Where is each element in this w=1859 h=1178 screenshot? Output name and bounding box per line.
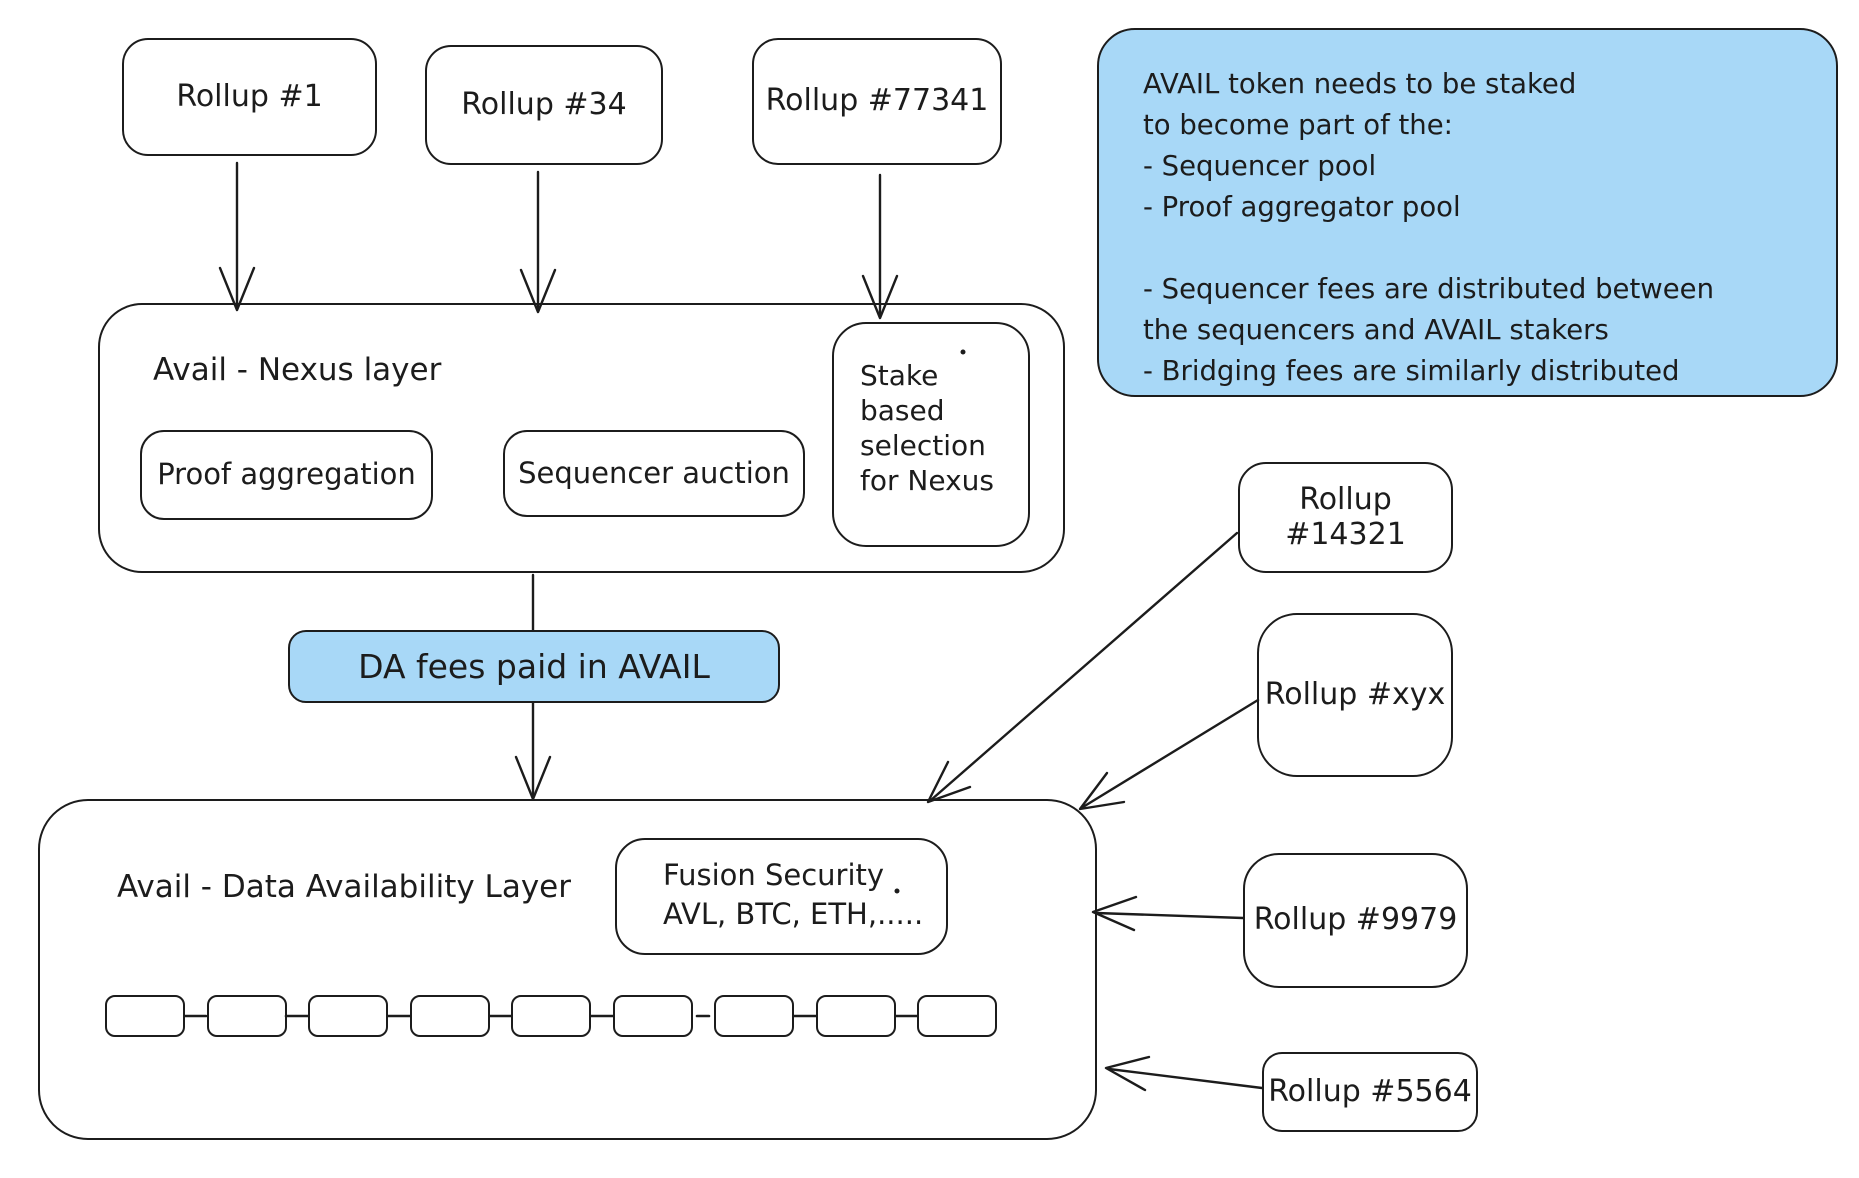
da-layer-title: Avail - Data Availability Layer bbox=[117, 869, 571, 905]
chain-block bbox=[612, 995, 693, 1037]
note-line: - Bridging fees are similarly distribute… bbox=[1143, 355, 1680, 387]
stake-selection-box: Stake based selection for Nexus bbox=[832, 322, 1030, 547]
note-line: - Sequencer pool bbox=[1143, 150, 1377, 182]
chain-block bbox=[105, 995, 185, 1037]
fusion-security-line2: AVL, BTC, ETH,..... bbox=[663, 897, 924, 932]
rollup-xyx-box: Rollup #xyx bbox=[1257, 613, 1453, 777]
rollup-9979-label: Rollup #9979 bbox=[1253, 902, 1458, 938]
proof-aggregation-box: Proof aggregation bbox=[140, 430, 433, 520]
arrow-rollup14321-to-da-layer bbox=[926, 531, 1239, 804]
note-line: - Sequencer fees are distributed between bbox=[1143, 273, 1715, 305]
rollup-77341-label: Rollup #77341 bbox=[765, 83, 989, 119]
chain-block bbox=[815, 995, 896, 1037]
chain-block bbox=[409, 995, 490, 1037]
nexus-layer-box bbox=[98, 303, 1065, 573]
sequencer-auction-box: Sequencer auction bbox=[503, 430, 805, 517]
chain-block bbox=[206, 995, 287, 1037]
staking-note-box: AVAIL token needs to be staked to become… bbox=[1097, 28, 1838, 397]
rollup-xyx-label: Rollup #xyx bbox=[1264, 676, 1446, 712]
arrow-rollup5564-to-da-layer bbox=[1104, 1055, 1264, 1092]
rollup-77341-box: Rollup #77341 bbox=[752, 38, 1002, 165]
rollup-9979-box: Rollup #9979 bbox=[1243, 853, 1468, 988]
chain-row bbox=[105, 995, 997, 1037]
da-fees-label: DA fees paid in AVAIL bbox=[288, 630, 780, 703]
chain-block bbox=[714, 995, 794, 1037]
chain-block bbox=[308, 995, 388, 1037]
arrow-rollupxyx-to-da-layer bbox=[1078, 698, 1260, 811]
da-layer-box bbox=[38, 799, 1097, 1140]
chain-block bbox=[511, 995, 591, 1037]
rollup-1-box: Rollup #1 bbox=[122, 38, 377, 156]
ink-dot bbox=[960, 349, 966, 355]
rollup-34-box: Rollup #34 bbox=[425, 45, 663, 165]
rollup-1-label: Rollup #1 bbox=[176, 78, 323, 114]
nexus-layer-title: Avail - Nexus layer bbox=[153, 352, 442, 388]
arrow-rollup9979-to-da-layer bbox=[1091, 895, 1245, 932]
note-line bbox=[1143, 228, 1714, 269]
arrow-rollup77341-to-stake-selection bbox=[861, 173, 899, 320]
stake-selection-label: Stake based selection for Nexus bbox=[860, 359, 994, 497]
rollup-5564-box: Rollup #5564 bbox=[1262, 1052, 1478, 1132]
note-line: the sequencers and AVAIL stakers bbox=[1143, 314, 1609, 346]
chain-block bbox=[917, 995, 997, 1037]
note-line: - Proof aggregator pool bbox=[1143, 191, 1461, 223]
fusion-security-line1: Fusion Security bbox=[663, 858, 885, 892]
ink-dot bbox=[894, 888, 900, 894]
rollup-14321-box: Rollup #14321 bbox=[1238, 462, 1453, 573]
arrow-rollup1-to-nexus bbox=[218, 161, 256, 312]
rollup-5564-label: Rollup #5564 bbox=[1268, 1073, 1472, 1109]
fusion-security-box: Fusion Security AVL, BTC, ETH,..... bbox=[615, 838, 948, 955]
note-line: to become part of the: bbox=[1143, 109, 1453, 141]
rollup-14321-label: Rollup #14321 bbox=[1285, 482, 1406, 552]
note-line: AVAIL token needs to be staked bbox=[1143, 68, 1577, 100]
arrow-rollup34-to-nexus bbox=[519, 170, 557, 314]
rollup-34-label: Rollup #34 bbox=[461, 86, 627, 122]
